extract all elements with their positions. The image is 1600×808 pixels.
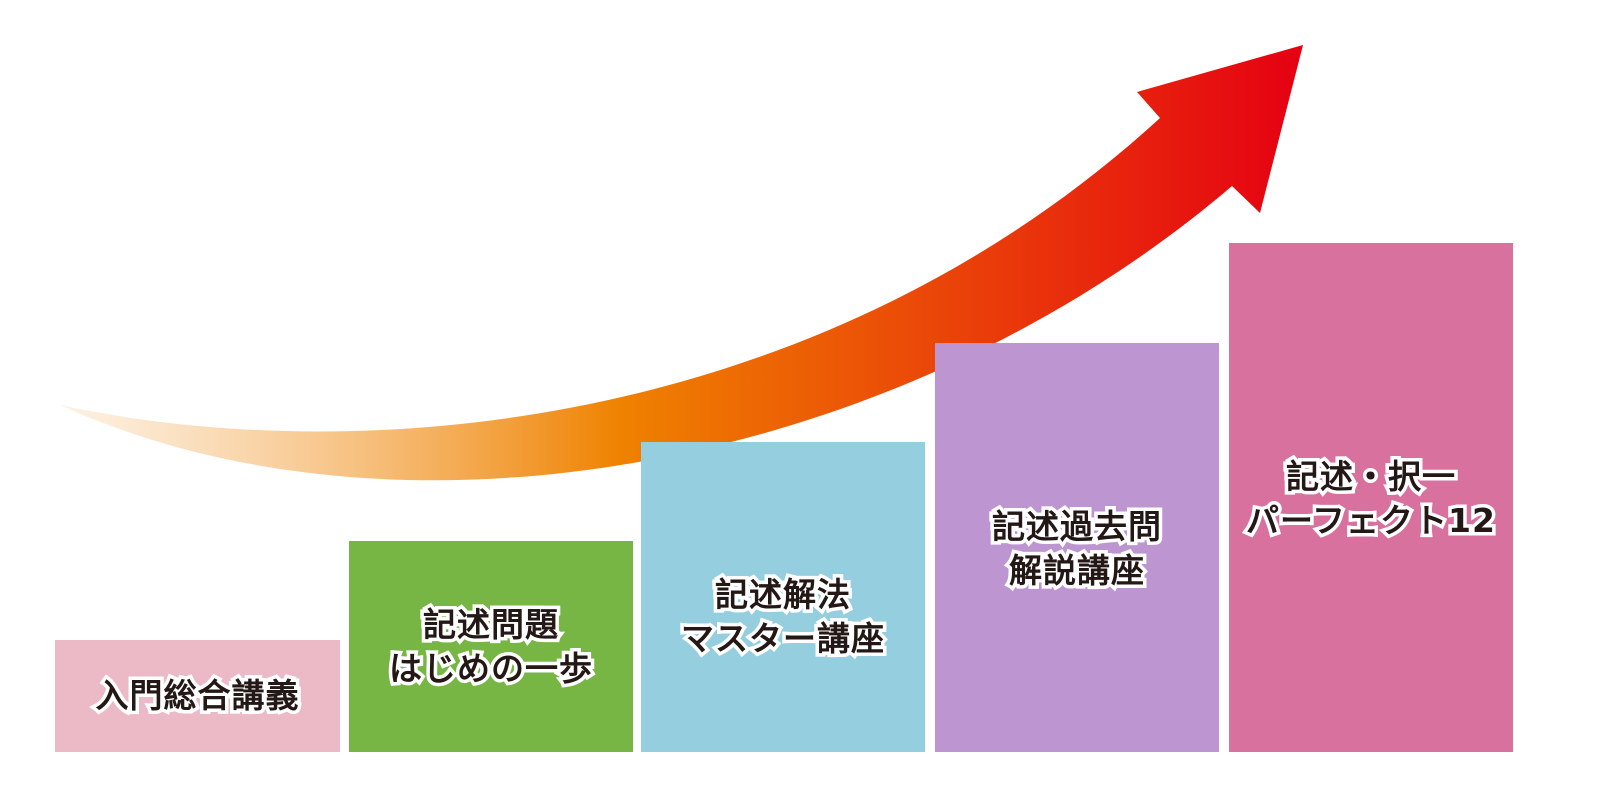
step-solution-master-course: 記述解法 マスター講座 (641, 442, 925, 752)
step-label: パーフェクト12 (1243, 498, 1499, 544)
arrow-shape (60, 45, 1303, 481)
step-label: 解説講座 (1006, 548, 1148, 594)
step-label: 記述・択一 (1283, 454, 1459, 500)
step-label: 記述問題 (420, 601, 562, 647)
step-label: 記述解法 (712, 572, 854, 618)
step-label: 記述過去問 (989, 504, 1165, 550)
step-perfect12-course: 記述・択一 パーフェクト12 (1229, 243, 1513, 752)
step-intro-course: 入門総合講義 (55, 640, 340, 752)
step-label: はじめの一歩 (386, 645, 596, 691)
step-label: マスター講座 (678, 616, 888, 662)
step-first-step-course: 記述問題 はじめの一歩 (349, 541, 633, 752)
step-label: 入門総合講義 (92, 673, 302, 719)
step-past-exam-course: 記述過去問 解説講座 (935, 343, 1219, 752)
